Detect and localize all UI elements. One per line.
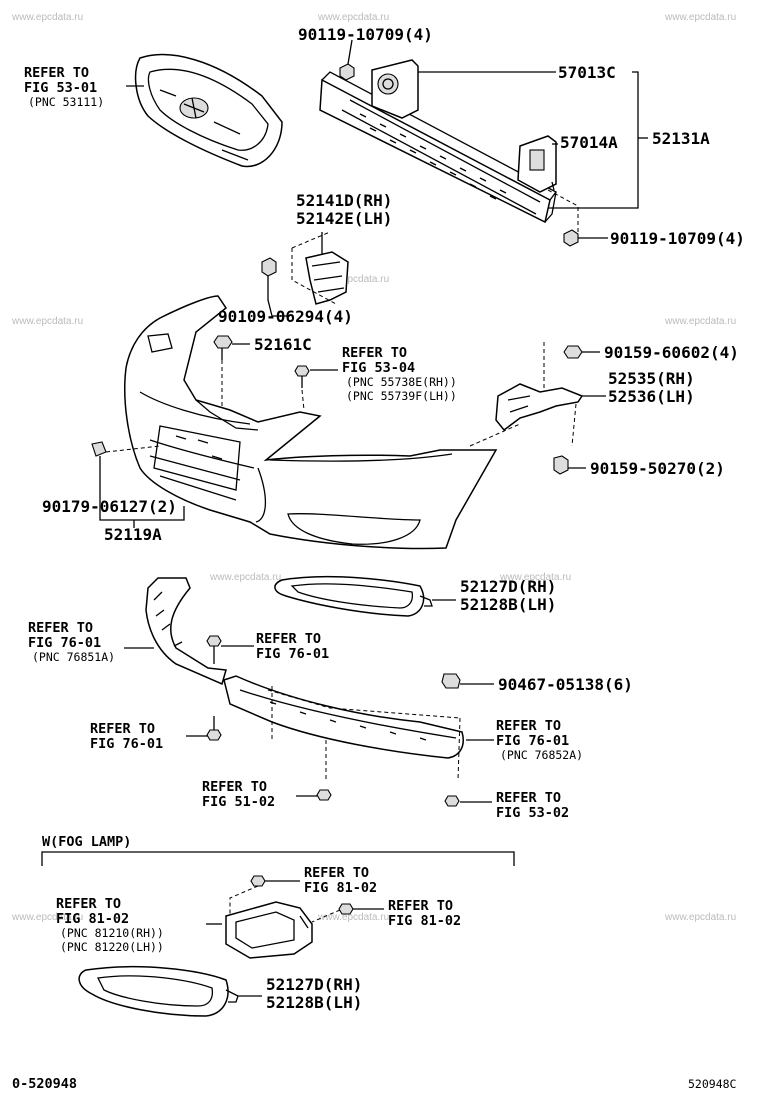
ref-76-01-a-line1: REFER TO bbox=[28, 620, 93, 636]
label-52127d-lower: 52127D(RH) bbox=[266, 975, 362, 994]
ref-81-02-b-line4: (PNC 81220(LH)) bbox=[60, 940, 164, 954]
screw-53-02 bbox=[444, 795, 492, 807]
figure-code: 520948C bbox=[688, 1077, 737, 1091]
watermark: www.epcdata.ru bbox=[209, 572, 281, 583]
ref-81-02-b-line2: FIG 81-02 bbox=[56, 911, 129, 927]
ref-76-01-b-line1: REFER TO bbox=[256, 631, 321, 647]
screw-81-02-side bbox=[311, 903, 384, 923]
watermark: www.epcdata.ru bbox=[11, 912, 83, 923]
bolt-90109 bbox=[261, 257, 290, 317]
label-90467: 90467-05138(6) bbox=[498, 675, 633, 694]
watermark: www.epcdata.ru bbox=[317, 274, 389, 285]
label-57013c: 57013C bbox=[558, 63, 616, 82]
screw-76-01-lower bbox=[186, 716, 222, 741]
bolt-90159-bottom bbox=[553, 455, 586, 475]
ref-81-02-b-line1: REFER TO bbox=[56, 896, 121, 912]
leader-line bbox=[548, 71, 639, 209]
bolt-90119-bottom bbox=[563, 229, 579, 247]
ref-51-02-line2: FIG 51-02 bbox=[202, 794, 275, 810]
ref-76-01-d-line3: (PNC 76852A) bbox=[500, 748, 583, 762]
retainer-bracket-part bbox=[291, 231, 349, 305]
ref-53-02-line2: FIG 53-02 bbox=[496, 805, 569, 821]
ref-76-01-c-line2: FIG 76-01 bbox=[90, 736, 163, 752]
ref-grille-line2: FIG 53-01 bbox=[24, 80, 97, 96]
watermark: www.epcdata.ru bbox=[11, 12, 83, 23]
bracket-57013c-part bbox=[371, 59, 419, 119]
ref-76-01-c-line1: REFER TO bbox=[90, 721, 155, 737]
ref-76-01-b-line2: FIG 76-01 bbox=[256, 646, 329, 662]
ref-grille-line1: REFER TO bbox=[24, 65, 89, 81]
watermarks: www.epcdata.ru www.epcdata.ru www.epcdat… bbox=[11, 12, 736, 923]
ref-76-01-d-line1: REFER TO bbox=[496, 718, 561, 734]
ref-81-02-c-line1: REFER TO bbox=[388, 898, 453, 914]
screw-51-02 bbox=[296, 789, 332, 801]
screw-76-01-upper bbox=[206, 635, 254, 664]
watermark: www.epcdata.ru bbox=[664, 912, 736, 923]
label-90119-top: 90119-10709(4) bbox=[298, 25, 433, 44]
bolt-90159-top bbox=[563, 345, 600, 359]
grille-part bbox=[134, 53, 283, 168]
dashed-line bbox=[547, 189, 579, 232]
label-52119a: 52119A bbox=[104, 525, 162, 544]
ref-81-02-c-line2: FIG 81-02 bbox=[388, 913, 461, 929]
watermark: www.epcdata.ru bbox=[317, 912, 389, 923]
spoiler-left-part bbox=[124, 577, 227, 686]
screw-81-02-top bbox=[229, 875, 300, 914]
leader-line bbox=[347, 39, 353, 65]
ref-grille-line3: (PNC 53111) bbox=[28, 95, 104, 109]
label-90159-top: 90159-60602(4) bbox=[604, 343, 739, 362]
label-57014a: 57014A bbox=[560, 133, 618, 152]
labels: 90119-10709(4) 57013C 57014A 52131A 9011… bbox=[12, 25, 745, 1092]
label-52131a: 52131A bbox=[652, 129, 710, 148]
fog-bezel-lower-part bbox=[78, 966, 262, 1017]
fog-lamp-section-title: W(FOG LAMP) bbox=[42, 834, 131, 850]
label-52161c: 52161C bbox=[254, 335, 312, 354]
label-52536: 52536(LH) bbox=[608, 387, 695, 406]
label-90119-bottom: 90119-10709(4) bbox=[610, 229, 745, 248]
spoiler-right-part bbox=[223, 675, 494, 781]
side-bracket-part bbox=[469, 342, 584, 447]
label-52127d-upper: 52127D(RH) bbox=[460, 577, 556, 596]
label-90159-bottom: 90159-50270(2) bbox=[590, 459, 725, 478]
label-52128b-lower: 52128B(LH) bbox=[266, 993, 362, 1012]
label-90109: 90109-06294(4) bbox=[218, 307, 353, 326]
fog-bezel-upper-part bbox=[274, 575, 456, 617]
screw-ref-53-04 bbox=[294, 365, 338, 411]
ref-81-02-b-line3: (PNC 81210(RH)) bbox=[60, 926, 164, 940]
watermark: www.epcdata.ru bbox=[499, 572, 571, 583]
watermark: www.epcdata.ru bbox=[317, 12, 389, 23]
ref-76-01-d-line2: FIG 76-01 bbox=[496, 733, 569, 749]
ref-53-04-line4: (PNC 55739F(LH)) bbox=[346, 389, 457, 403]
label-52142e: 52142E(LH) bbox=[296, 209, 392, 228]
clip-90467 bbox=[441, 673, 494, 689]
bolt-90119-top bbox=[339, 63, 355, 81]
ref-76-01-a-line3: (PNC 76851A) bbox=[32, 650, 115, 664]
fog-lamp-bracket-line bbox=[41, 851, 515, 866]
ref-53-04-line2: FIG 53-04 bbox=[342, 360, 415, 376]
clip-90179 bbox=[91, 441, 185, 528]
clip-52161c bbox=[213, 335, 250, 408]
bumper-cover-part bbox=[124, 295, 498, 550]
watermark: www.epcdata.ru bbox=[664, 12, 736, 23]
ref-53-02-line1: REFER TO bbox=[496, 790, 561, 806]
ref-51-02-line1: REFER TO bbox=[202, 779, 267, 795]
ref-53-04-line3: (PNC 55738E(RH)) bbox=[346, 375, 457, 389]
ref-81-02-a-line2: FIG 81-02 bbox=[304, 880, 377, 896]
illustration-number: 0-520948 bbox=[12, 1076, 77, 1092]
bracket-57014a-part bbox=[517, 135, 557, 193]
reinforcement-part bbox=[319, 71, 557, 224]
label-52535: 52535(RH) bbox=[608, 369, 695, 388]
fog-lamp-part bbox=[206, 901, 313, 959]
label-52128b-upper: 52128B(LH) bbox=[460, 595, 556, 614]
label-90179: 90179-06127(2) bbox=[42, 497, 177, 516]
watermark: www.epcdata.ru bbox=[664, 316, 736, 327]
ref-76-01-a-line2: FIG 76-01 bbox=[28, 635, 101, 651]
label-52141d: 52141D(RH) bbox=[296, 191, 392, 210]
ref-53-04-line1: REFER TO bbox=[342, 345, 407, 361]
watermark: www.epcdata.ru bbox=[11, 316, 83, 327]
ref-81-02-a-line1: REFER TO bbox=[304, 865, 369, 881]
